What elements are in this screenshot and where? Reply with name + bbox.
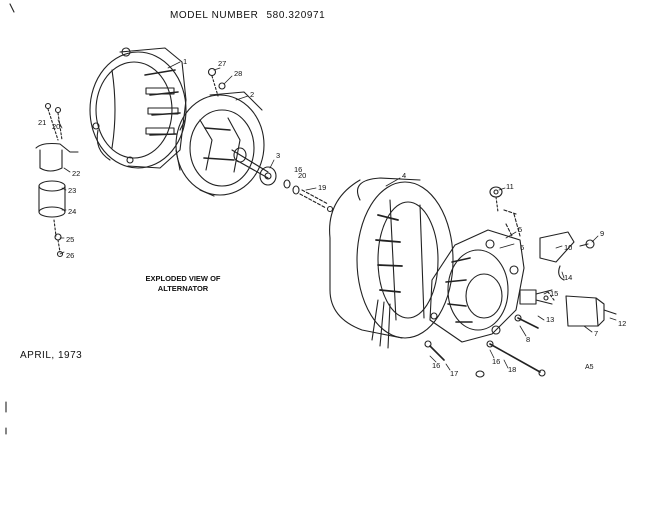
- spacer-part: [259, 166, 277, 186]
- callout-labels: 1 2 3 4 5 6 7 8 9 10 11 12 13 14 15 16 1…: [38, 57, 626, 378]
- callout-15: 15: [550, 289, 558, 298]
- callout-13: 13: [546, 315, 554, 324]
- screw-part-8: [514, 314, 539, 329]
- callout-21: 21: [38, 118, 46, 127]
- callout-14: 14: [564, 273, 572, 282]
- callout-5: 5: [518, 225, 522, 234]
- callout-26: 26: [66, 251, 74, 260]
- caption-line-1: EXPLODED VIEW OF: [145, 274, 221, 283]
- callout-7: 7: [594, 329, 598, 338]
- callout-16-shaft: 16: [294, 165, 302, 174]
- brush-assembly-part: [539, 231, 595, 301]
- shaft-small-parts: [283, 179, 334, 213]
- callout-10: 10: [564, 243, 572, 252]
- callout-19: 19: [318, 183, 326, 192]
- callout-17: 17: [450, 369, 458, 378]
- callout-20-left: 20: [52, 122, 60, 131]
- model-number-label: MODEL NUMBER: [170, 10, 259, 21]
- diagram-caption: EXPLODED VIEW OF ALTERNATOR: [118, 274, 248, 294]
- rectifier-part: [565, 295, 617, 327]
- callout-24: 24: [68, 207, 76, 216]
- sheet-code: A5: [585, 364, 594, 371]
- callout-8: 8: [526, 335, 530, 344]
- model-number-value: 580.320971: [266, 10, 326, 21]
- callout-28: 28: [234, 69, 242, 78]
- callout-1: 1: [183, 57, 187, 66]
- callout-leaders: [57, 61, 617, 371]
- bottom-hardware-parts: [424, 340, 546, 378]
- callout-6: 6: [520, 243, 524, 252]
- callout-18: 18: [508, 365, 516, 374]
- callout-22: 22: [72, 169, 80, 178]
- corner-mark: [9, 3, 15, 13]
- callout-20-shaft: 20: [298, 171, 306, 180]
- rear-housing-part: [429, 209, 525, 343]
- nut-part: [489, 186, 503, 213]
- callout-2: 2: [250, 90, 254, 99]
- model-number-header: MODEL NUMBER 580.320971: [170, 10, 325, 21]
- callout-11: 11: [506, 182, 514, 191]
- callout-16-left: 16: [432, 361, 440, 370]
- stator-part: [329, 177, 454, 349]
- callout-9: 9: [600, 229, 604, 238]
- caption-line-2: ALTERNATOR: [157, 284, 209, 293]
- front-housing-part: [89, 47, 187, 169]
- revision-date: APRIL, 1973: [20, 350, 83, 361]
- callout-27: 27: [218, 59, 226, 68]
- terminal-block-part: [519, 289, 553, 305]
- fan-clamp-detail: [35, 102, 79, 258]
- callout-4: 4: [402, 171, 406, 180]
- callout-3: 3: [276, 151, 280, 160]
- callout-12: 12: [618, 319, 626, 328]
- rotor-part: [175, 91, 269, 197]
- washer-parts-27-28: [207, 67, 226, 97]
- callout-16-right: 16: [492, 357, 500, 366]
- callout-23: 23: [68, 186, 76, 195]
- callout-25: 25: [66, 235, 74, 244]
